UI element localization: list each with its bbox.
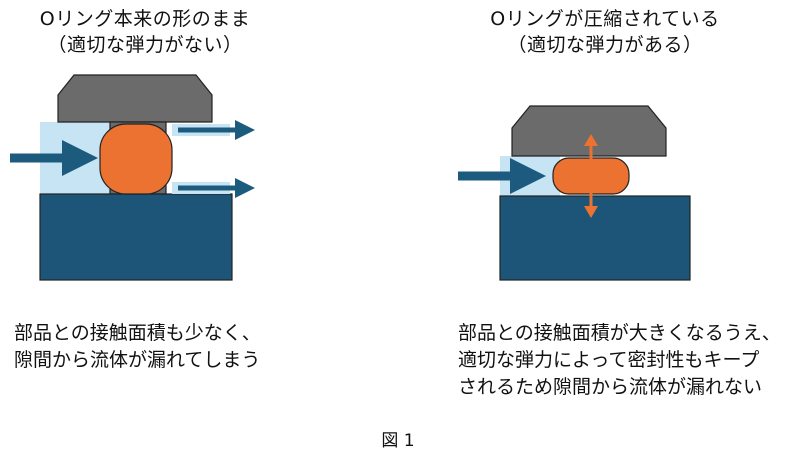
right-compression-arrow-down — [584, 206, 598, 218]
right-panel-title: Oリングが圧縮されている （適切な弾力がある） — [460, 6, 750, 58]
right-caption-line2: 適切な弾力によって密封性もキープ — [458, 349, 760, 371]
right-title-line2: （適切な弾力がある） — [507, 34, 703, 56]
left-oring — [99, 123, 173, 195]
left-top-part — [57, 74, 213, 123]
right-diagram — [458, 105, 691, 281]
right-caption-line3: されるため隙間から流体が漏れない — [458, 376, 763, 398]
left-title-line2: （適切な弾力がない） — [47, 34, 243, 56]
right-caption-line1: 部品との接触面積が大きくなるうえ、 — [458, 322, 781, 344]
left-panel-title: Oリング本来の形のまま （適切な弾力がない） — [0, 6, 290, 58]
left-title-line1: Oリング本来の形のまま — [39, 8, 251, 30]
right-panel-caption: 部品との接触面積が大きくなるうえ、 適切な弾力によって密封性もキープ されるため… — [458, 320, 781, 401]
left-diagram — [10, 74, 255, 281]
left-caption-line2: 隙間から流体が漏れてしまう — [14, 349, 261, 371]
figure-label: 図 1 — [381, 431, 415, 451]
right-title-line1: Oリングが圧縮されている — [490, 8, 720, 30]
right-top-part — [511, 105, 667, 157]
left-caption-line1: 部品との接触面積も少なく、 — [14, 322, 261, 344]
right-compression-arrow-up — [584, 134, 598, 146]
left-panel-caption: 部品との接触面積も少なく、 隙間から流体が漏れてしまう — [14, 320, 261, 374]
left-bottom-part — [39, 193, 233, 281]
